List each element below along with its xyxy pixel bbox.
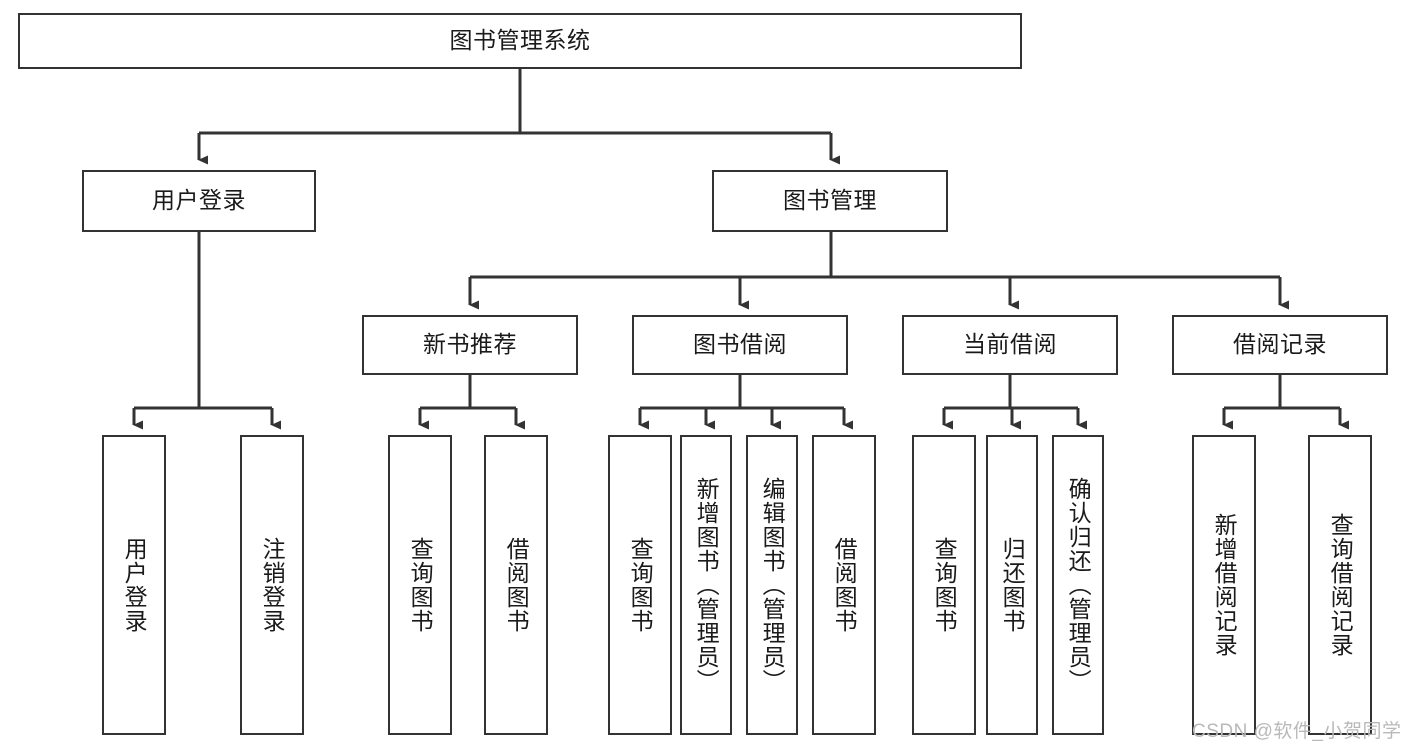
node-book-manage[interactable]: 图书管理: [712, 170, 948, 232]
node-leaf-edit-book[interactable]: 编辑图书（管理员）: [746, 435, 798, 735]
node-new-book-recommend-label: 新书推荐: [423, 331, 517, 358]
node-current-borrow[interactable]: 当前借阅: [902, 315, 1118, 375]
node-leaf-logout-label: 注销登录: [259, 537, 286, 633]
node-leaf-borrow-book-1-label: 借阅图书: [503, 537, 530, 633]
node-user-login[interactable]: 用户登录: [82, 170, 316, 232]
node-leaf-logout[interactable]: 注销登录: [240, 435, 304, 735]
node-leaf-user-login[interactable]: 用户登录: [102, 435, 166, 735]
node-current-borrow-label: 当前借阅: [963, 331, 1057, 358]
node-leaf-query-book-3-label: 查询图书: [931, 537, 958, 633]
node-leaf-query-book-1[interactable]: 查询图书: [388, 435, 452, 735]
node-leaf-confirm-return[interactable]: 确认归还（管理员）: [1052, 435, 1104, 735]
node-leaf-user-login-label: 用户登录: [121, 537, 148, 633]
node-leaf-confirm-return-label: 确认归还（管理员）: [1065, 477, 1092, 693]
node-leaf-query-book-2[interactable]: 查询图书: [608, 435, 672, 735]
node-book-borrow-label: 图书借阅: [693, 331, 787, 358]
node-leaf-borrow-book-2-label: 借阅图书: [831, 537, 858, 633]
node-book-borrow[interactable]: 图书借阅: [632, 315, 848, 375]
node-leaf-borrow-book-1[interactable]: 借阅图书: [484, 435, 548, 735]
node-leaf-query-record[interactable]: 查询借阅记录: [1308, 435, 1372, 735]
node-root-label: 图书管理系统: [449, 27, 591, 54]
node-leaf-query-book-3[interactable]: 查询图书: [912, 435, 976, 735]
node-leaf-query-book-2-label: 查询图书: [627, 537, 654, 633]
node-leaf-return-book[interactable]: 归还图书: [986, 435, 1038, 735]
node-new-book-recommend[interactable]: 新书推荐: [362, 315, 578, 375]
node-borrow-record[interactable]: 借阅记录: [1172, 315, 1388, 375]
node-leaf-add-book[interactable]: 新增图书（管理员）: [680, 435, 732, 735]
node-book-manage-label: 图书管理: [783, 187, 877, 214]
node-leaf-borrow-book-2[interactable]: 借阅图书: [812, 435, 876, 735]
node-leaf-return-book-label: 归还图书: [999, 537, 1026, 633]
node-user-login-label: 用户登录: [152, 187, 246, 214]
node-root[interactable]: 图书管理系统: [18, 13, 1022, 69]
node-borrow-record-label: 借阅记录: [1233, 331, 1327, 358]
node-leaf-add-record[interactable]: 新增借阅记录: [1192, 435, 1256, 735]
watermark-text: CSDN @软件_小贺同学: [1192, 721, 1402, 742]
node-leaf-add-book-label: 新增图书（管理员）: [693, 477, 720, 693]
node-leaf-edit-book-label: 编辑图书（管理员）: [759, 477, 786, 693]
node-leaf-add-record-label: 新增借阅记录: [1211, 513, 1238, 657]
node-leaf-query-book-1-label: 查询图书: [407, 537, 434, 633]
node-leaf-query-record-label: 查询借阅记录: [1327, 513, 1354, 657]
